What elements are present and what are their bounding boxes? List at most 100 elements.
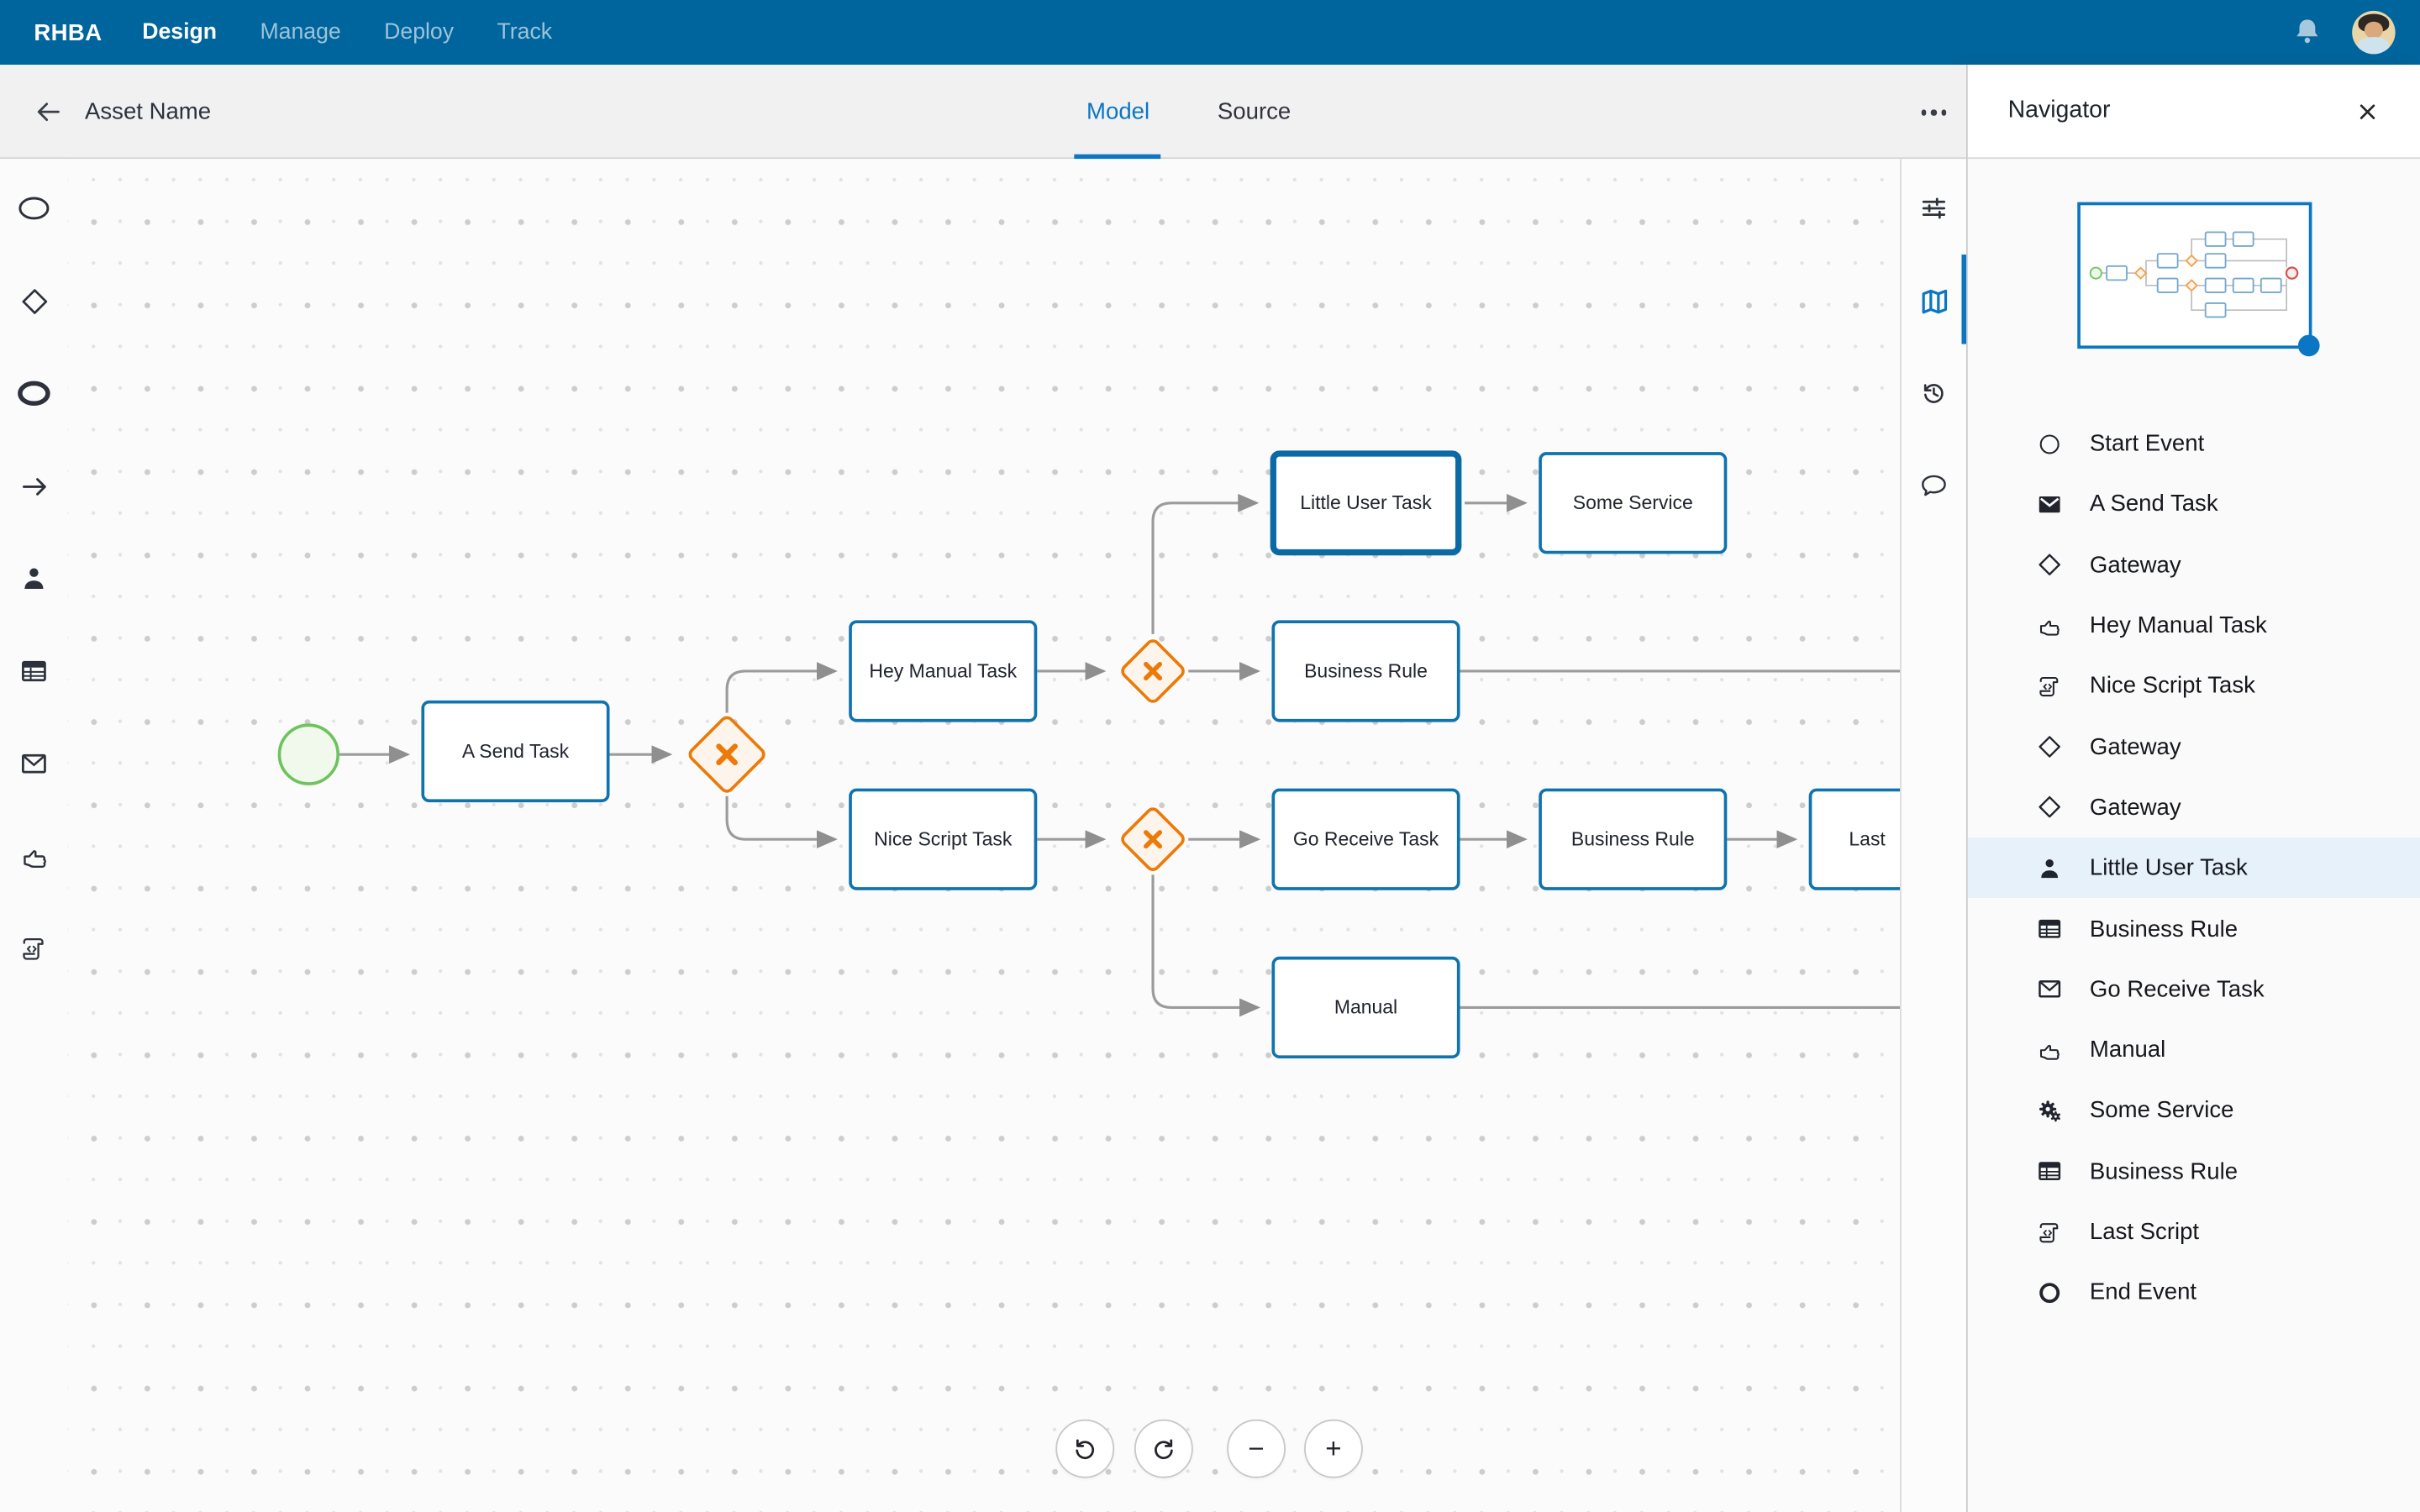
navigator-item-gateway-1[interactable]: Gateway	[1968, 535, 2420, 596]
avatar[interactable]	[2352, 10, 2396, 55]
diamond-icon	[2036, 794, 2064, 822]
navigator-item-label: Last Script	[2089, 1219, 2200, 1246]
navigator-item-business-rule-2[interactable]: Business Rule	[1968, 1141, 2420, 1201]
task-node-hey-manual[interactable]: Hey Manual Task	[849, 620, 1038, 722]
task-label: Manual	[1334, 996, 1398, 1019]
navigator-item-gateway-2[interactable]: Gateway	[1968, 717, 2420, 777]
navigator-item-business-rule-1[interactable]: Business Rule	[1968, 899, 2420, 959]
navigator-item-last-script[interactable]: Last Script	[1968, 1202, 2420, 1263]
circle-bold-icon	[2036, 1278, 2064, 1306]
navigator-item-some-service[interactable]: Some Service	[1968, 1080, 2420, 1141]
diamond-icon	[2036, 733, 2064, 761]
navigator-item-hey-manual-task[interactable]: Hey Manual Task	[1968, 596, 2420, 656]
view-tabs: Model Source	[1075, 65, 1297, 160]
navigator-item-label: Little User Task	[2089, 854, 2248, 882]
table-icon	[2036, 1158, 2064, 1185]
task-node-nice-script[interactable]: Nice Script Task	[849, 788, 1038, 890]
avatar-shirt	[2358, 37, 2390, 55]
navigator-item-nice-script-task[interactable]: Nice Script Task	[1968, 656, 2420, 717]
minimap-diagram	[2088, 231, 2298, 318]
task-node-send[interactable]: A Send Task	[421, 700, 610, 803]
task-label: Business Rule	[1570, 828, 1695, 851]
comment-icon[interactable]	[1906, 459, 1961, 514]
task-label: Some Service	[1572, 491, 1693, 514]
zoom-out-button[interactable]: −	[1227, 1419, 1286, 1478]
tab-source[interactable]: Source	[1212, 65, 1297, 159]
palette-gateway-diamond-icon[interactable]	[6, 273, 61, 328]
tab-source-label: Source	[1217, 98, 1292, 125]
navigator-item-label: Start Event	[2089, 430, 2205, 457]
task-label: Hey Manual Task	[869, 660, 1018, 682]
navigator-item-label: Go Receive Task	[2089, 976, 2265, 1003]
palette-start-event-ellipse-icon[interactable]	[6, 181, 61, 236]
active-dock-indicator	[1960, 255, 1966, 344]
minimap-resize-handle[interactable]	[2296, 334, 2319, 357]
diamond-icon	[2036, 551, 2064, 579]
palette-end-event-ellipse-icon[interactable]	[6, 365, 61, 421]
close-button[interactable]	[2346, 90, 2389, 133]
task-label: Business Rule	[1304, 660, 1428, 682]
nav-item-design[interactable]: Design	[142, 19, 218, 45]
palette-message-task-icon[interactable]	[6, 736, 61, 791]
task-node-some-service[interactable]: Some Service	[1539, 452, 1728, 554]
bell-icon[interactable]	[2291, 15, 2324, 49]
task-node-business-rule-2[interactable]: Business Rule	[1539, 788, 1728, 890]
minimap-preview[interactable]	[2076, 202, 2319, 357]
navigator-item-a-send-task[interactable]: A Send Task	[1968, 474, 2420, 534]
navigator-item-end-event[interactable]: End Event	[1968, 1263, 2420, 1323]
navigator-title: Navigator	[2007, 97, 2111, 123]
navigator-item-go-receive-task[interactable]: Go Receive Task	[1968, 959, 2420, 1020]
palette-manual-task-icon[interactable]	[6, 828, 61, 884]
task-node-manual[interactable]: Manual	[1271, 956, 1460, 1058]
brand-logo[interactable]: RHBA	[34, 18, 103, 46]
task-node-business-rule-1[interactable]: Business Rule	[1271, 620, 1460, 722]
navigator-body: Start Event A Send Task Gateway Hey Manu…	[1967, 159, 2420, 1512]
task-label: Nice Script Task	[874, 828, 1013, 851]
task-label: Go Receive Task	[1292, 828, 1439, 851]
navigator-item-start-event[interactable]: Start Event	[1968, 413, 2420, 474]
history-icon[interactable]	[1906, 365, 1961, 421]
start-event-node[interactable]	[277, 723, 340, 785]
navigator-item-little-user-task[interactable]: Little User Task	[1967, 837, 2420, 899]
navigator-item-label: Business Rule	[2089, 1158, 2238, 1185]
redo-button[interactable]	[1134, 1419, 1193, 1478]
plus-icon: +	[1325, 1433, 1342, 1465]
task-label: A Send Task	[461, 740, 570, 763]
task-node-go-receive[interactable]: Go Receive Task	[1271, 788, 1460, 890]
table-icon	[2036, 915, 2064, 942]
task-node-last-script[interactable]: Last	[1808, 788, 1901, 890]
navigator-item-label: Business Rule	[2089, 916, 2238, 942]
navigator-item-gateway-3[interactable]: Gateway	[1968, 777, 2420, 837]
nav-item-manage[interactable]: Manage	[260, 19, 341, 45]
navigator-map-icon[interactable]	[1906, 273, 1961, 328]
navigator-item-label: Hey Manual Task	[2089, 612, 2267, 639]
nav-item-track[interactable]: Track	[497, 19, 553, 45]
nav-item-deploy[interactable]: Deploy	[384, 19, 455, 45]
kebab-menu-button[interactable]	[1911, 90, 1957, 136]
tab-model[interactable]: Model	[1075, 65, 1161, 160]
user-icon	[2036, 854, 2064, 882]
palette-sequence-flow-arrow-icon[interactable]	[6, 459, 61, 514]
palette-script-task-icon[interactable]	[6, 921, 61, 977]
navigator-item-label: Gateway	[2089, 552, 2181, 579]
properties-sliders-icon[interactable]	[1906, 181, 1961, 236]
minus-icon: −	[1248, 1433, 1265, 1465]
tab-active-underline	[1075, 154, 1161, 160]
diagram-canvas[interactable]: A Send Task Hey Manual Task Nice Script …	[0, 159, 1902, 1512]
task-node-little-user[interactable]: Little User Task	[1270, 450, 1462, 556]
shape-palette	[0, 159, 68, 1512]
zoom-in-button[interactable]: +	[1304, 1419, 1363, 1478]
navigator-item-label: Gateway	[2089, 733, 2181, 760]
top-nav-menu: Design Manage Deploy Track	[142, 20, 552, 45]
navigator-panel: Navigator	[1965, 65, 2420, 1512]
top-nav-right	[2291, 10, 2396, 55]
back-button[interactable]	[22, 85, 74, 137]
palette-business-rule-task-icon[interactable]	[6, 643, 61, 699]
envelope-outline-icon	[2036, 975, 2064, 1003]
undo-button[interactable]	[1055, 1419, 1115, 1478]
navigator-item-manual[interactable]: Manual	[1968, 1020, 2420, 1080]
avatar-face	[2364, 21, 2383, 39]
page-title: Asset Name	[85, 97, 212, 124]
palette-user-task-icon[interactable]	[6, 551, 61, 606]
navigator-item-label: Nice Script Task	[2089, 673, 2255, 700]
